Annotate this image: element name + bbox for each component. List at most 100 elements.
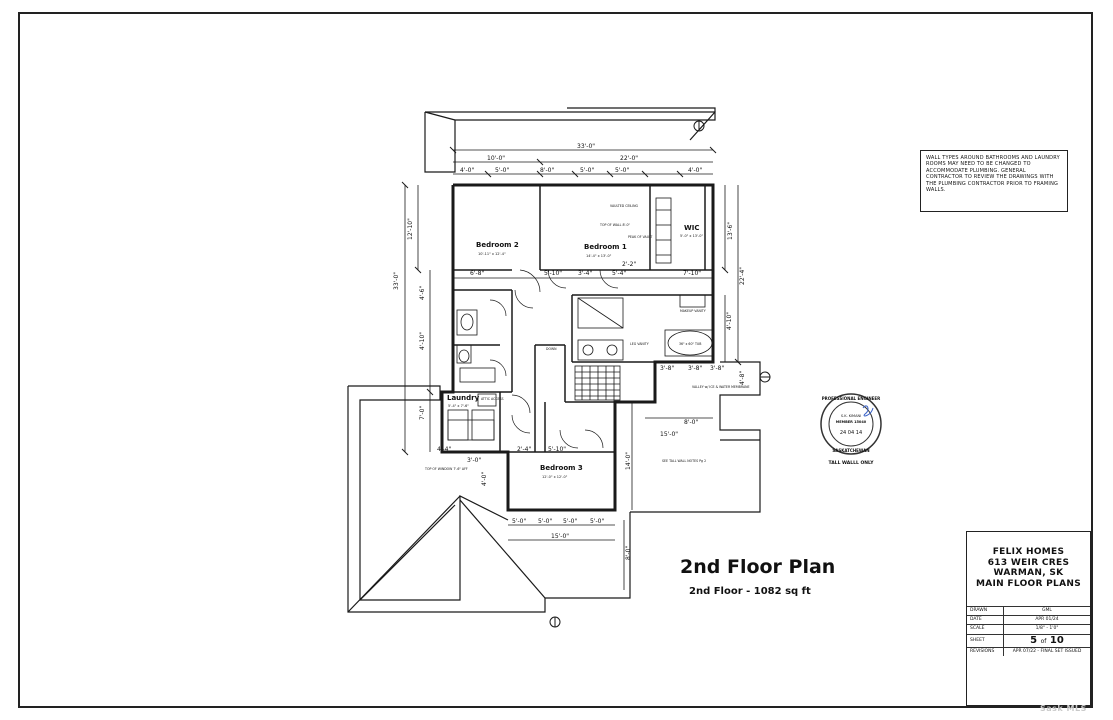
dim-top-2: 5'-0" xyxy=(495,167,509,174)
plan-title: 2nd Floor Plan xyxy=(680,556,836,578)
stamp-member: MEMBER 15040 xyxy=(836,420,867,424)
dim-right-b: 4'-10" xyxy=(726,312,733,330)
tb-key: DRAWN xyxy=(967,607,1004,616)
tb-value: APR 01/24 xyxy=(1035,617,1059,623)
bedroom3-name: Bedroom 3 xyxy=(540,464,583,472)
tb-value: APR 07/22 - FINAL SET ISSUED xyxy=(1012,648,1082,654)
tb-row-date: DATE APR 01/24 xyxy=(967,615,1090,625)
plan-subtitle: 2nd Floor - 1082 sq ft xyxy=(689,586,811,597)
dim-total-width: 33'-0" xyxy=(577,143,595,150)
title-block: FELIX HOMES 613 WEIR CRES WARMAN, SK MAI… xyxy=(966,531,1091,706)
plumbing-notes: WALL TYPES AROUND BATHROOMS AND LAUNDRY … xyxy=(920,150,1068,212)
sheet-total: 10 xyxy=(1049,634,1064,646)
roof-outline xyxy=(347,107,761,613)
dim-hall-4: 5'-4" xyxy=(612,270,626,277)
dim-b3-left: 4'-0" xyxy=(481,472,488,486)
engineer-stamp: PROFESSIONAL ENGINEER S.K. KIMANI MEMBER… xyxy=(820,393,882,466)
makeup-label: MAKEUP VANITY xyxy=(680,309,706,313)
sheet-num: 5 xyxy=(1030,634,1038,646)
dim-right-a: 13'-6" xyxy=(727,222,734,240)
dim-bottom-1: 5'-0" xyxy=(512,518,526,525)
bedroom2-size: 10'-11" x 12'-4" xyxy=(478,252,506,256)
stairs xyxy=(574,365,621,401)
vaulted-label: VAULTED CEILING xyxy=(610,204,639,208)
peak-label: PEAK OF VAULT xyxy=(628,235,652,239)
valley-label: VALLEY w/ ICE & WATER MEMBRANE xyxy=(692,385,750,389)
top-window-label: TOP OF WINDOW 7'-6" AFF xyxy=(424,467,468,471)
dimension-lines xyxy=(404,149,739,590)
dim-lower-1: 3'-8" xyxy=(660,365,674,372)
dim-hall-5: 7'-10" xyxy=(683,270,701,277)
dim-bottom-4: 5'-0" xyxy=(590,518,604,525)
title-block-header: FELIX HOMES 613 WEIR CRES WARMAN, SK MAI… xyxy=(967,532,1090,606)
wic-name: WIC xyxy=(684,224,699,232)
tb-key: SCALE xyxy=(967,625,1004,634)
tb-row-drawn: DRAWN GML xyxy=(967,606,1090,616)
dim-hall-1: 6'-8" xyxy=(470,270,484,277)
dim-left-total: 33'-0" xyxy=(393,272,400,290)
dimension-ticks xyxy=(401,146,742,456)
dim-right-ext: 15'-0" xyxy=(660,431,678,438)
tb-key: REVISIONS xyxy=(967,647,1004,656)
bedroom1-size: 14'-4" x 13'-0" xyxy=(586,254,612,258)
dim-mid-1: 2'-2" xyxy=(622,261,636,268)
dim-laundry-1: 4'-4" xyxy=(437,446,451,453)
dim-bottom-3: 5'-0" xyxy=(563,518,577,525)
dim-bottom-total: 15'-0" xyxy=(551,533,569,540)
dim-top-3: 8'-0" xyxy=(540,167,554,174)
dim-bottom-2: 5'-0" xyxy=(538,518,552,525)
tb-key: SHEET xyxy=(967,634,1004,647)
dim-lower-3: 3'-8" xyxy=(710,365,724,372)
dim-right-ext-b: 8'-0" xyxy=(684,419,698,426)
dim-left-c: 4'-10" xyxy=(419,332,426,350)
company-name: FELIX HOMES xyxy=(992,547,1065,557)
section-markers xyxy=(549,120,771,628)
stamp-date: 24 04 14 xyxy=(840,430,862,436)
wic-size: 5'-0" x 13'-0" xyxy=(680,234,703,238)
down-label: DOWN xyxy=(546,347,557,351)
dim-left-d: 7'-0" xyxy=(419,406,426,420)
dim-right-total: 22'-4" xyxy=(739,267,746,285)
vanity-label: LEG VANITY xyxy=(630,342,649,346)
dim-top-1: 4'-0" xyxy=(460,167,474,174)
tb-row-sheet: SHEET 5 of 10 xyxy=(967,633,1090,647)
dim-upper-right: 22'-0" xyxy=(620,155,638,162)
tb-row-revisions: REVISIONS APR 07/22 - FINAL SET ISSUED xyxy=(967,646,1090,656)
stamp-ring-top: PROFESSIONAL ENGINEER xyxy=(822,396,880,401)
dim-hall-2: 5'-10" xyxy=(544,270,562,277)
sheet-number: 5 of 10 xyxy=(1004,635,1090,647)
stamp-note: TALL WALLL ONLY xyxy=(829,460,875,466)
tb-value: 1/8" - 1'0" xyxy=(1035,626,1059,632)
sheet-border xyxy=(18,12,1093,708)
interior-walls xyxy=(442,185,713,453)
top-of-wall-label: TOP OF WALL 8'-0" xyxy=(599,223,631,227)
stamp-name: S.K. KIMANI xyxy=(841,414,861,418)
tub-label: 36" x 60" TUB xyxy=(679,342,701,346)
tb-value: GML xyxy=(1042,608,1052,613)
dimension-labels: 33'-0" 10'-0" 22'-0" 4'-0" 5'-0" 8'-0" 5… xyxy=(393,143,746,560)
dim-top-5: 5'-0" xyxy=(615,167,629,174)
laundry-size: 5'-4" x 7'-6" xyxy=(448,404,469,408)
dim-upper-left: 10'-0" xyxy=(487,155,505,162)
tb-row-scale: SCALE 1/8" - 1'0" xyxy=(967,624,1090,634)
dim-left-b: 4'-6" xyxy=(419,286,426,300)
dim-top-6: 4'-0" xyxy=(688,167,702,174)
dim-right-c: 4'-8" xyxy=(739,371,746,385)
doors xyxy=(489,269,619,449)
bedroom2-name: Bedroom 2 xyxy=(476,241,519,249)
watermark: Sask MLS xyxy=(1040,704,1087,713)
bedroom3-size: 12'-0" x 12'-0" xyxy=(542,475,568,479)
tb-key: DATE xyxy=(967,616,1004,625)
fixtures xyxy=(447,197,714,441)
dim-lower-right: 8'-0" xyxy=(625,546,632,560)
dim-bath-2: 2'-4" xyxy=(517,446,531,453)
dim-b3-right: 14'-0" xyxy=(625,452,632,470)
dim-hall-3: 3'-4" xyxy=(578,270,592,277)
stamp-ring-bottom: SASKATCHEWAN xyxy=(832,448,869,453)
title-block-rows: DRAWN GML DATE APR 01/24 SCALE 1/8" - 1'… xyxy=(967,606,1090,656)
project-city: WARMAN, SK xyxy=(993,568,1064,578)
dim-laundry-2: 3'-0" xyxy=(467,457,481,464)
tall-walls-label: SEE TALL WALL NOTES Pg 2 xyxy=(662,459,706,463)
dim-top-4: 5'-0" xyxy=(580,167,594,174)
